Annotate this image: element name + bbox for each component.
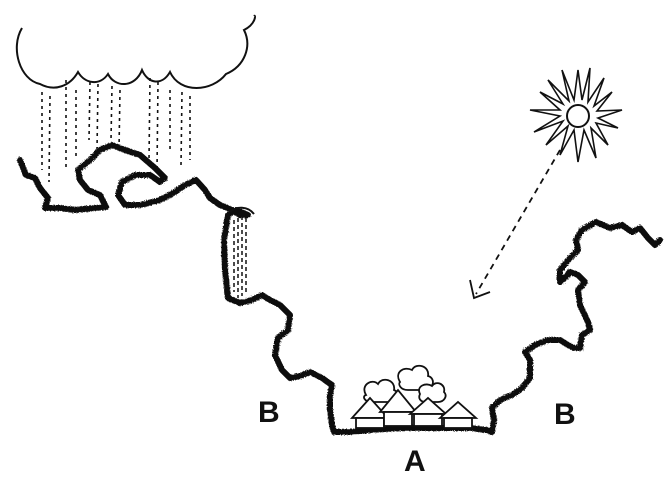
terrain-profile [17, 142, 663, 435]
label-b-left: B [258, 396, 280, 429]
tree-icon [363, 364, 447, 403]
rain-icon [41, 77, 191, 183]
cloud-icon [15, 14, 256, 89]
label-b-right: B [554, 398, 576, 431]
village-huts-icon [349, 364, 479, 429]
label-a: A [404, 445, 426, 478]
sun-icon [529, 67, 623, 163]
arrow-down-left-icon [469, 149, 561, 300]
waterfall-icon [229, 206, 255, 298]
